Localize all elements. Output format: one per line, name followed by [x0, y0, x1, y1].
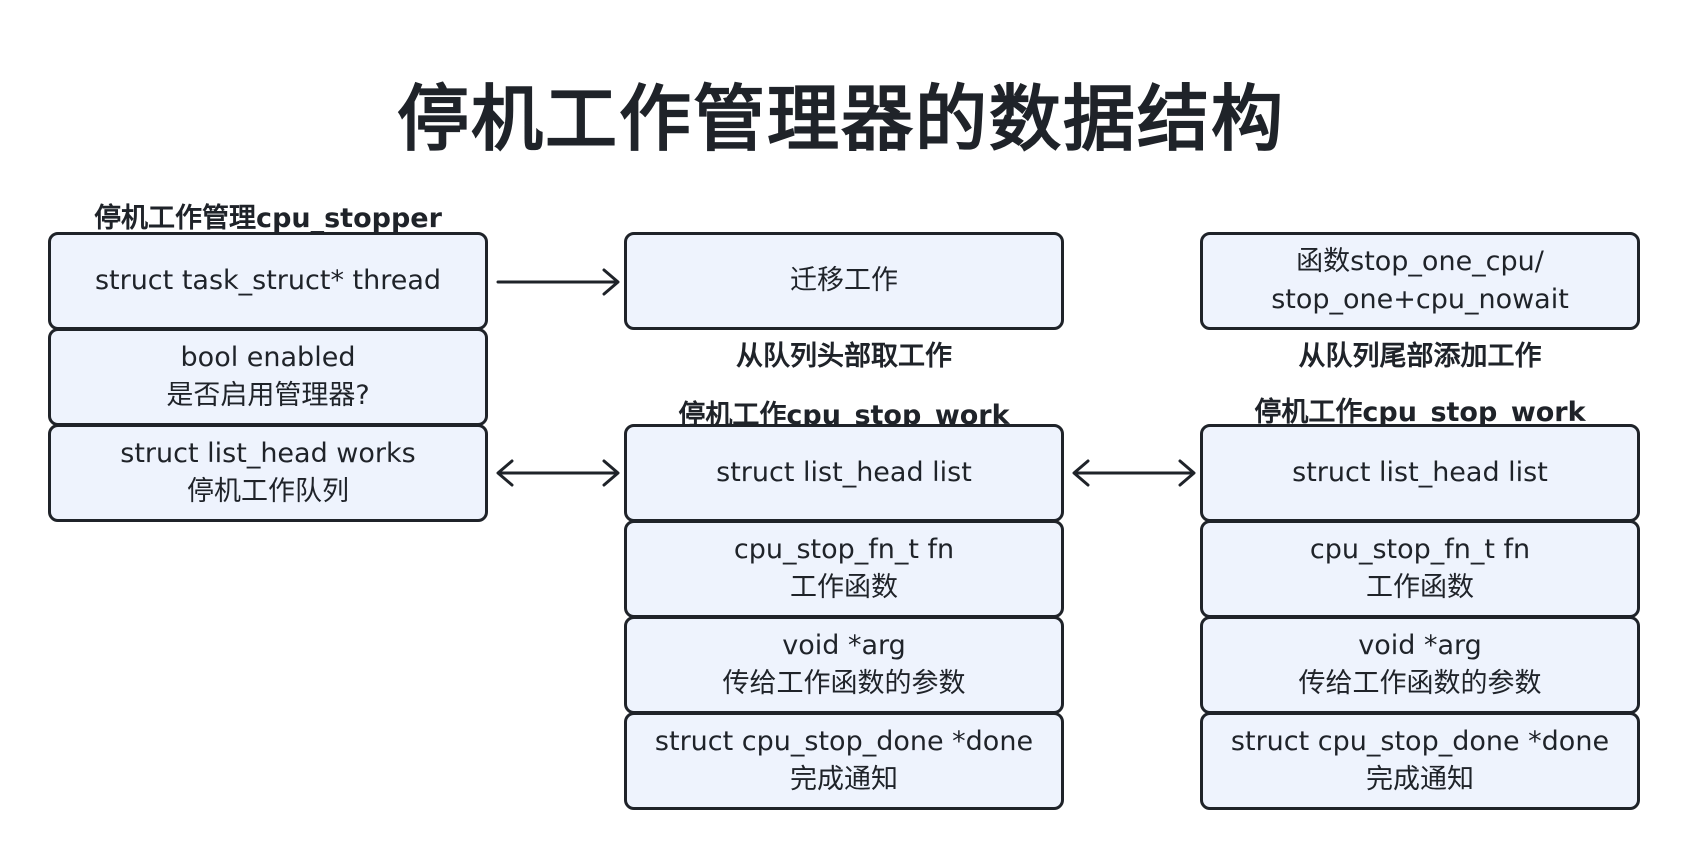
work-middle-field-fn: cpu_stop_fn_t fn 工作函数: [624, 520, 1064, 618]
field-text: struct cpu_stop_done *done: [1230, 726, 1610, 758]
arrow-list-to-list: [1072, 459, 1196, 487]
field-text: cpu_stop_fn_t fn: [733, 534, 955, 566]
field-desc: 工作函数: [1366, 572, 1474, 603]
field-text: stop_one+cpu_nowait: [1271, 284, 1569, 315]
field-text: cpu_stop_fn_t fn: [1309, 534, 1531, 566]
work-middle-field-list: struct list_head list: [624, 424, 1064, 522]
field-desc: 传给工作函数的参数: [722, 668, 966, 699]
field-text: struct cpu_stop_done *done: [654, 726, 1034, 758]
work-right-label: 停机工作cpu_stop_work: [1254, 397, 1586, 428]
work-right-field-list: struct list_head list: [1200, 424, 1640, 522]
stopper-field-works: struct list_head works 停机工作队列: [48, 424, 488, 522]
field-text: struct list_head list: [716, 457, 972, 489]
func-box: 函数stop_one_cpu/ stop_one+cpu_nowait: [1200, 232, 1640, 330]
migrate-work-box: 迁移工作: [624, 232, 1064, 330]
diagram-title: 停机工作管理器的数据结构: [396, 77, 1285, 161]
field-desc: 完成通知: [1366, 764, 1474, 795]
field-text: bool enabled: [180, 342, 356, 374]
func-caption: 从队列尾部添加工作: [1298, 341, 1542, 372]
field-text: struct list_head list: [1292, 457, 1548, 489]
arrow-works-to-list: [496, 459, 620, 487]
field-desc: 传给工作函数的参数: [1298, 668, 1542, 699]
field-text: void *arg: [782, 630, 906, 662]
migrate-caption: 从队列头部取工作: [736, 341, 952, 372]
field-desc: 工作函数: [790, 572, 898, 603]
field-text: struct list_head works: [120, 438, 416, 470]
work-middle-field-arg: void *arg 传给工作函数的参数: [624, 616, 1064, 714]
field-desc: 完成通知: [790, 764, 898, 795]
field-text: 迁移工作: [790, 265, 898, 297]
field-text: void *arg: [1358, 630, 1482, 662]
stopper-field-enabled: bool enabled 是否启用管理器?: [48, 328, 488, 426]
field-desc: 停机工作队列: [187, 476, 349, 507]
work-right-field-done: struct cpu_stop_done *done 完成通知: [1200, 712, 1640, 810]
field-desc: 是否启用管理器?: [166, 380, 370, 411]
arrow-thread-to-migrate: [496, 268, 620, 296]
work-right-field-fn: cpu_stop_fn_t fn 工作函数: [1200, 520, 1640, 618]
field-text: 函数stop_one_cpu/: [1296, 246, 1544, 278]
field-text: struct task_struct* thread: [94, 265, 442, 297]
stopper-label: 停机工作管理cpu_stopper: [94, 203, 442, 234]
work-middle-field-done: struct cpu_stop_done *done 完成通知: [624, 712, 1064, 810]
